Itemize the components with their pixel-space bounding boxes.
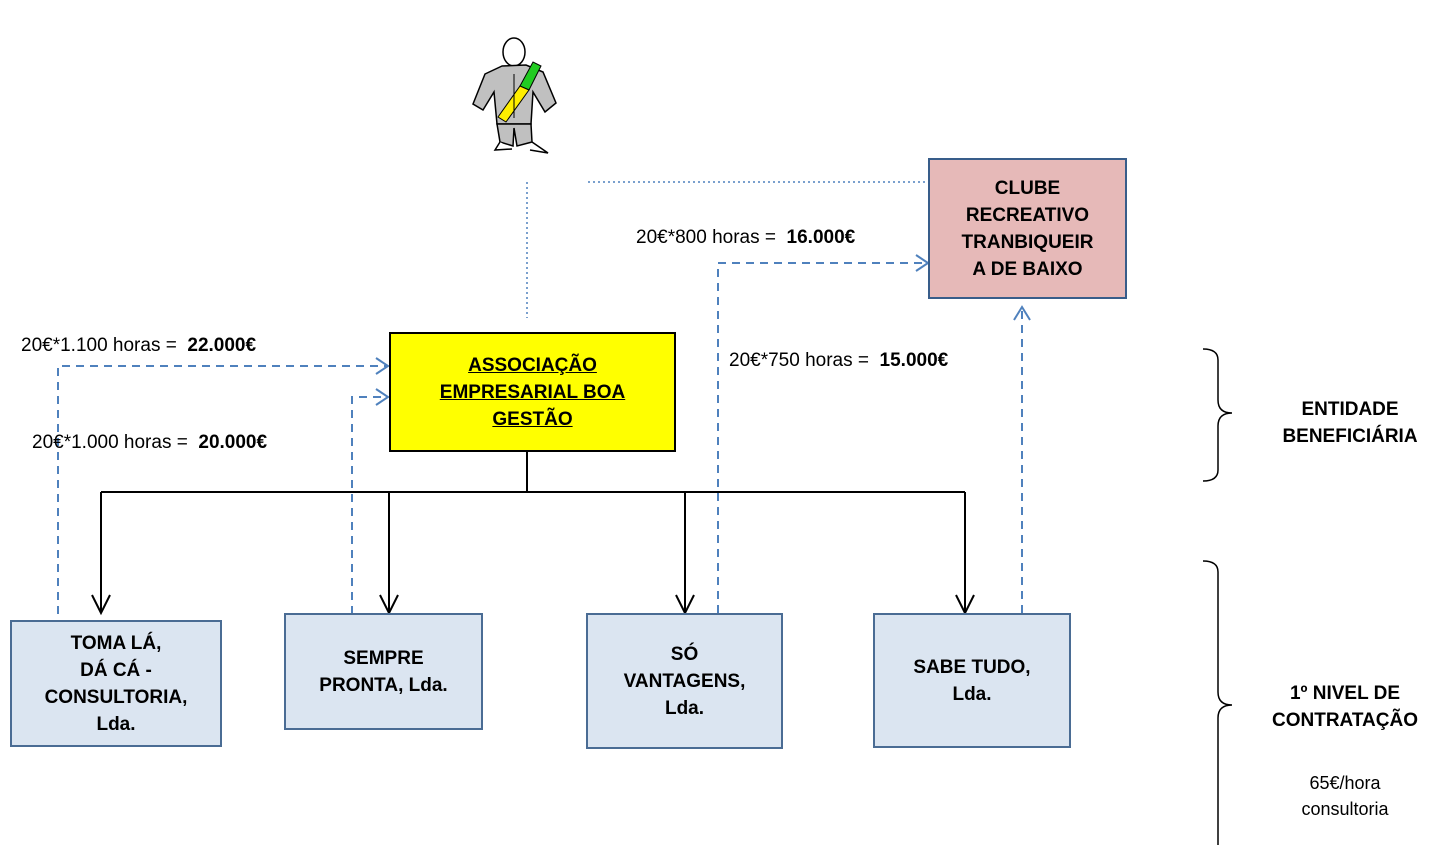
company-4-line-2: Lda. bbox=[952, 683, 992, 705]
level-label-line-1: 1º NIVEL DE bbox=[1289, 683, 1401, 704]
company-2-line-1: SEMPRE bbox=[343, 647, 424, 669]
flow-3-formula: 20€*800 horas = bbox=[636, 227, 776, 248]
flow-4-formula: 20€*750 horas = bbox=[729, 350, 869, 371]
club-box: CLUBE RECREATIVO TRANBIQUEIR A DE BAIXO bbox=[928, 158, 1127, 299]
company-1-line-1: TOMA LÁ, bbox=[70, 632, 162, 654]
association-line-1: ASSOCIAÇÃO bbox=[468, 354, 597, 376]
club-line-2: RECREATIVO bbox=[965, 204, 1090, 226]
flow-line-1 bbox=[57, 365, 386, 614]
flow-4-amount: 15.000€ bbox=[879, 350, 949, 371]
level-label-line-2: CONTRATAÇÃO bbox=[1272, 710, 1418, 731]
club-line-4: A DE BAIXO bbox=[972, 258, 1083, 280]
company-1-line-2: DÁ CÁ - bbox=[80, 659, 152, 681]
flow-line-3 bbox=[717, 262, 926, 613]
org-tree-connectors bbox=[91, 452, 975, 616]
flow-label-2: 20€*1.000 horas = 20.000€ bbox=[32, 432, 267, 454]
company-box-4: SABE TUDO, Lda. bbox=[873, 613, 1071, 748]
flow-label-4: 20€*750 horas = 15.000€ bbox=[729, 350, 948, 372]
rate-line-2: consultoria bbox=[1301, 799, 1389, 819]
company-2-line-2: PRONTA, Lda. bbox=[319, 674, 448, 696]
association-line-2: EMPRESARIAL BOA bbox=[439, 381, 626, 403]
club-line-1: CLUBE bbox=[994, 177, 1061, 199]
flow-label-1: 20€*1.100 horas = 22.000€ bbox=[21, 335, 256, 357]
company-box-1: TOMA LÁ, DÁ CÁ - CONSULTORIA, Lda. bbox=[10, 620, 222, 747]
company-3-line-1: SÓ bbox=[670, 643, 699, 665]
flow-arrowhead-1 bbox=[375, 357, 390, 375]
company-3-line-3: Lda. bbox=[664, 697, 705, 719]
flow-2-formula: 20€*1.000 horas = bbox=[32, 432, 188, 453]
association-box: ASSOCIAÇÃO EMPRESARIAL BOA GESTÃO bbox=[389, 332, 676, 452]
flow-1-formula: 20€*1.100 horas = bbox=[21, 335, 177, 356]
flow-arrowhead-4 bbox=[1013, 305, 1031, 321]
level-side-label: 1º NIVEL DE CONTRATAÇÃO bbox=[1250, 680, 1440, 734]
entity-label-line-1: ENTIDADE bbox=[1301, 399, 1399, 420]
flow-line-2 bbox=[351, 396, 386, 614]
company-1-line-3: CONSULTORIA, bbox=[44, 686, 188, 708]
rate-line-1: 65€/hora bbox=[1309, 773, 1381, 793]
brace-level bbox=[1202, 560, 1233, 845]
flow-1-amount: 22.000€ bbox=[187, 335, 257, 356]
official-with-sash-icon bbox=[472, 37, 557, 154]
club-line-3: TRANBIQUEIR bbox=[961, 231, 1094, 253]
association-line-3: GESTÃO bbox=[492, 408, 573, 430]
rate-note: 65€/hora consultoria bbox=[1270, 770, 1420, 822]
flow-arrowhead-2 bbox=[375, 388, 390, 406]
company-4-line-1: SABE TUDO, bbox=[913, 656, 1031, 678]
company-3-line-2: VANTAGENS, bbox=[623, 670, 746, 692]
company-box-3: SÓ VANTAGENS, Lda. bbox=[586, 613, 783, 749]
flow-3-amount: 16.000€ bbox=[786, 227, 856, 248]
company-box-2: SEMPRE PRONTA, Lda. bbox=[284, 613, 483, 730]
flow-label-3: 20€*800 horas = 16.000€ bbox=[636, 227, 855, 249]
entity-side-label: ENTIDADE BENEFICIÁRIA bbox=[1264, 396, 1436, 450]
entity-label-line-2: BENEFICIÁRIA bbox=[1282, 426, 1418, 447]
company-1-line-4: Lda. bbox=[96, 713, 136, 735]
flow-2-amount: 20.000€ bbox=[198, 432, 268, 453]
brace-entity bbox=[1202, 348, 1233, 482]
